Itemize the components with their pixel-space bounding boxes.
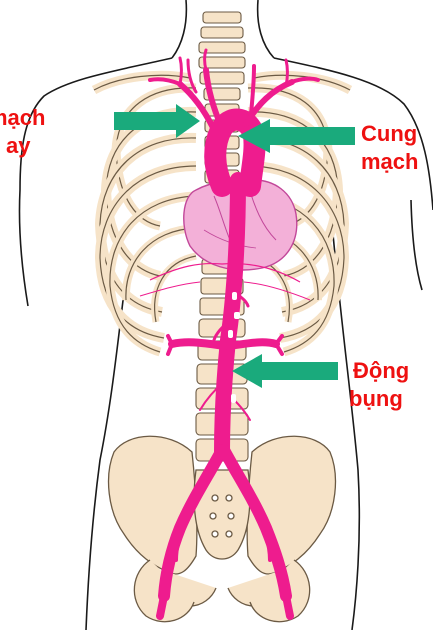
arrow-left-icon bbox=[232, 354, 338, 388]
label-arch-line1: Cung bbox=[361, 120, 418, 148]
renal-artery-left bbox=[172, 342, 226, 346]
label-left-line1: mạch bbox=[0, 104, 45, 132]
neck-left-outline bbox=[172, 0, 186, 58]
renal-artery-right bbox=[228, 342, 276, 346]
pelvis-icon bbox=[109, 436, 336, 621]
label-left-artery: mạch ay bbox=[0, 104, 45, 160]
label-left-line2: ay bbox=[0, 132, 45, 160]
neck-right-outline bbox=[258, 0, 274, 58]
label-aortic-arch: Cung mạch bbox=[361, 120, 418, 176]
label-abdominal-aorta: Động bụng bbox=[349, 357, 409, 413]
label-abd-line2: bụng bbox=[349, 385, 409, 413]
label-arch-line2: mạch bbox=[361, 148, 418, 176]
armpit-right-outline bbox=[411, 200, 422, 290]
label-abd-line1: Động bbox=[349, 357, 409, 385]
